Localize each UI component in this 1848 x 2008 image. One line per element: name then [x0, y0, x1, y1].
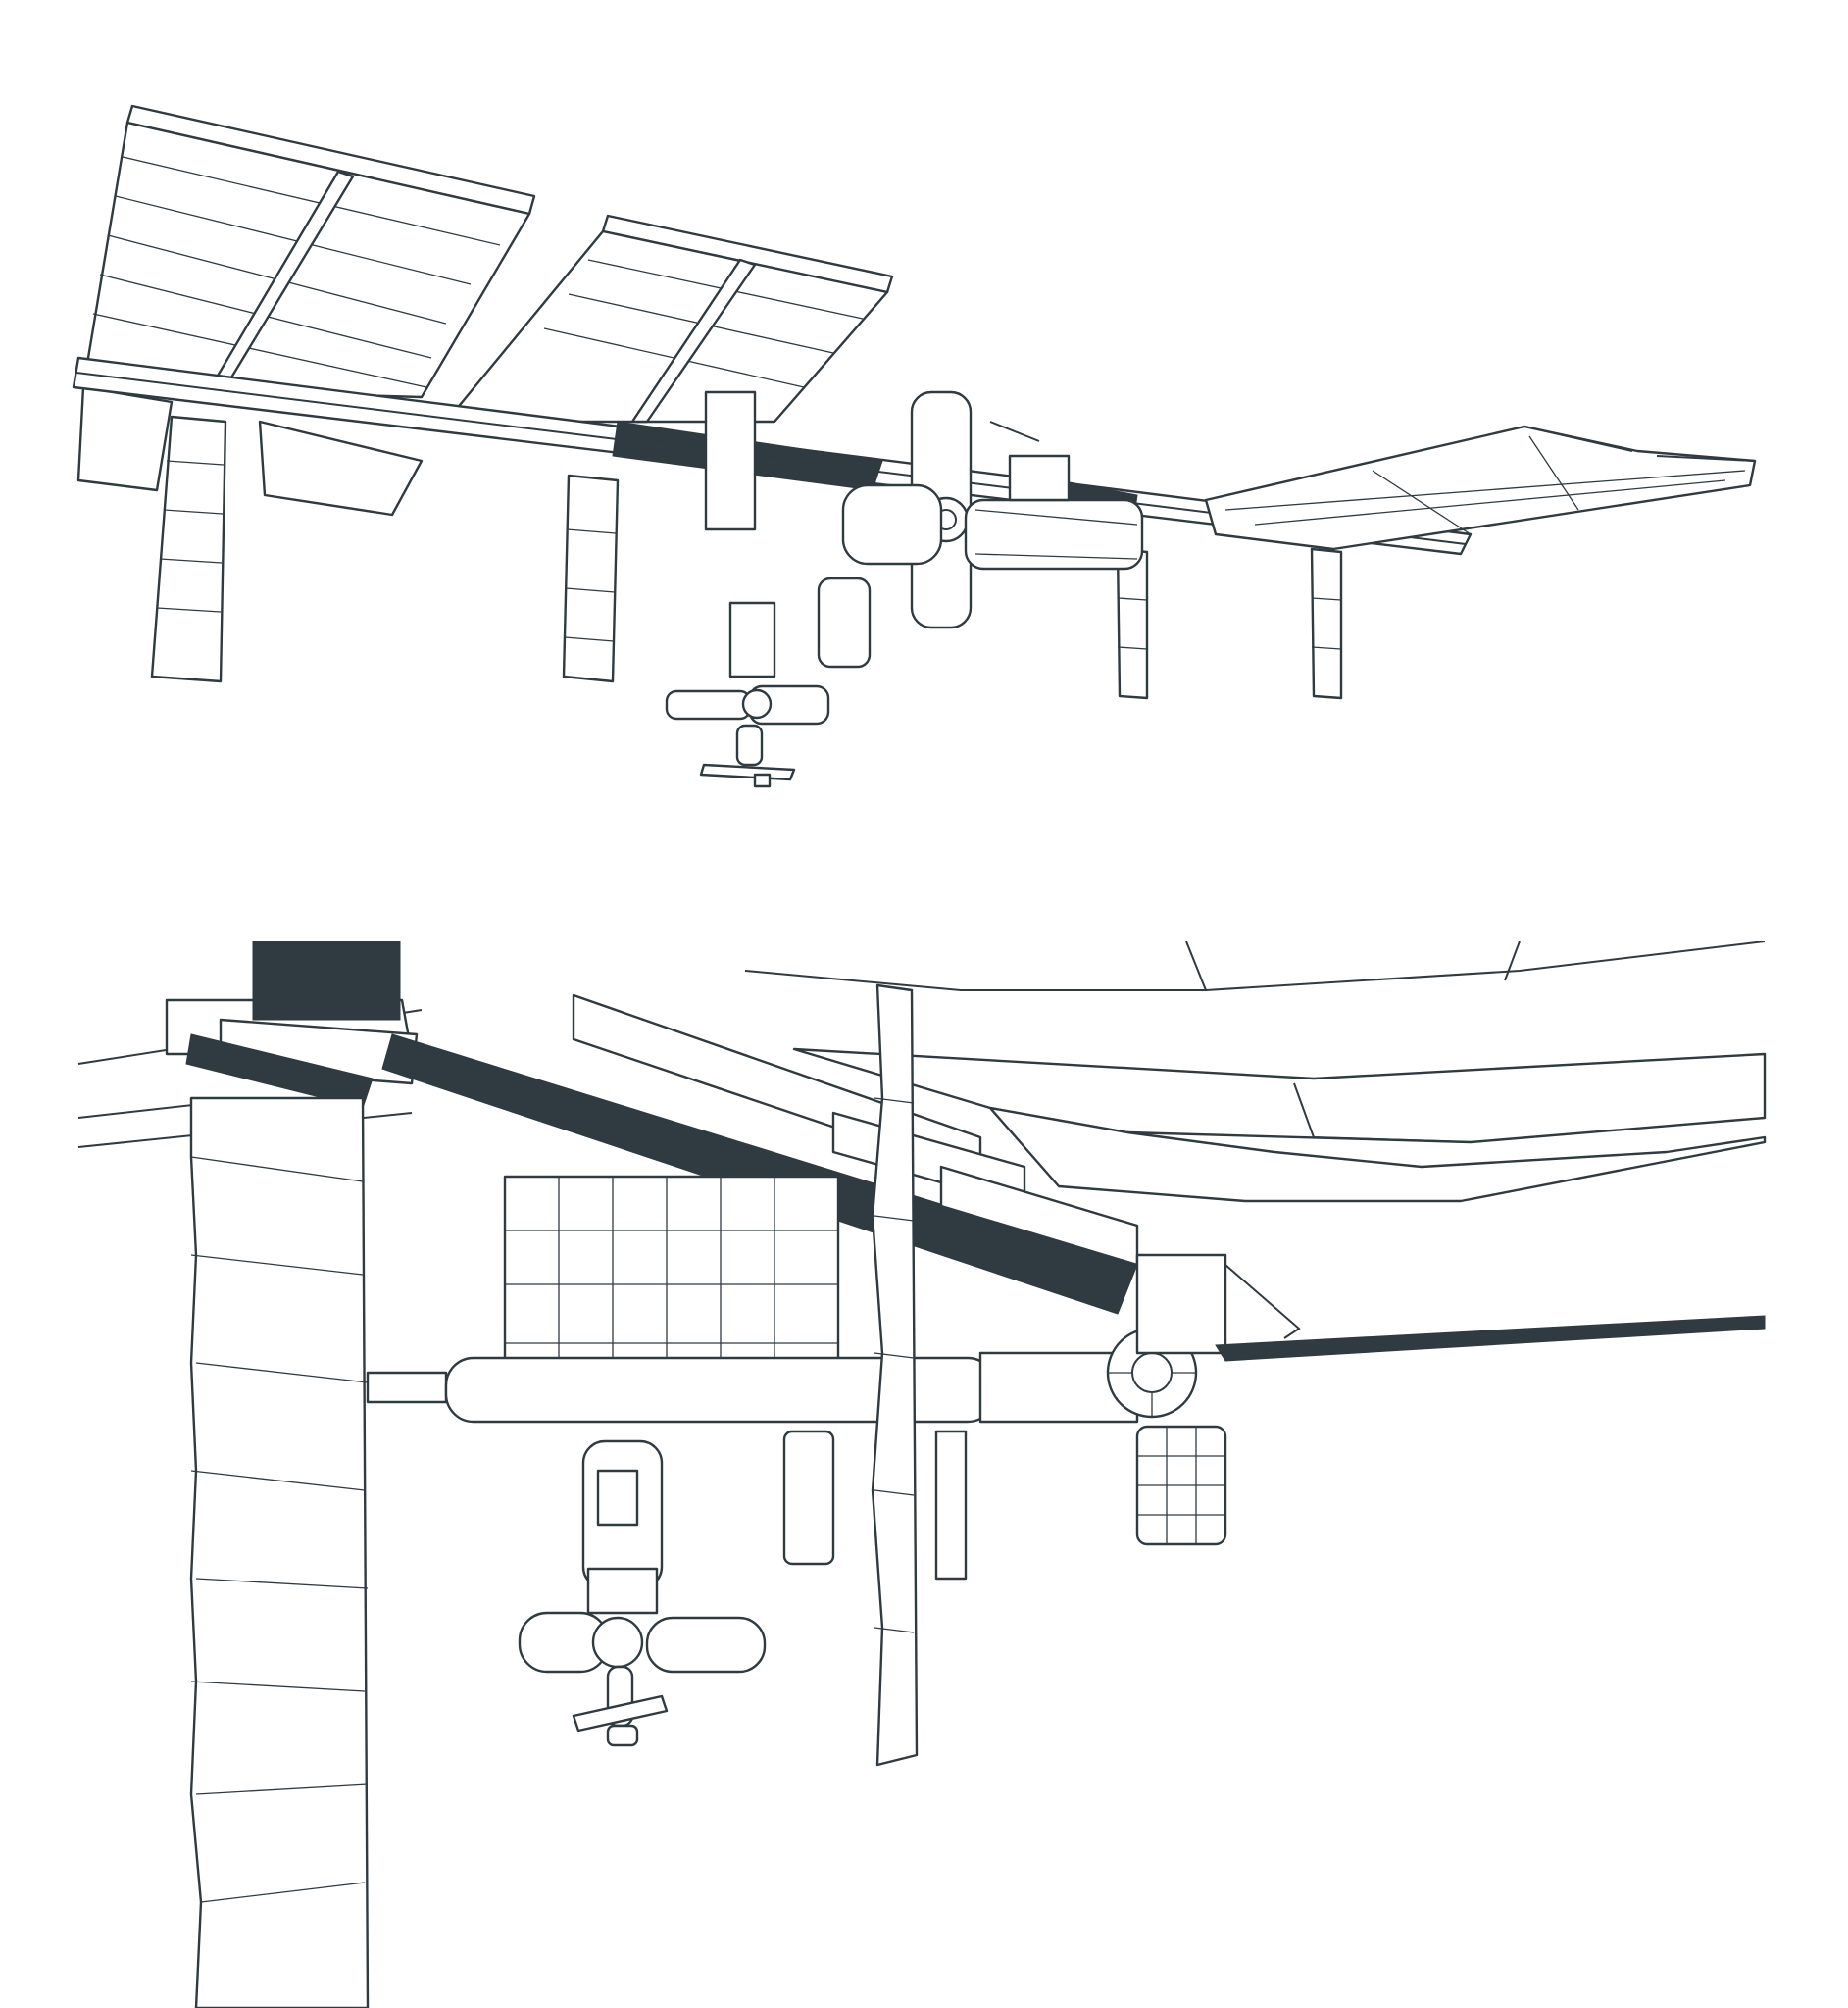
station-closeup-svg [77, 941, 1767, 2008]
center-folded-radiator [871, 983, 919, 1767]
left-folded-radiator [189, 1096, 370, 2008]
station-overview-svg [72, 104, 1757, 788]
station-overview-illustration [0, 0, 1848, 882]
closeup-docking-cluster [518, 1611, 767, 1747]
upper-solar-plane [77, 941, 1767, 1203]
hanging-modules [581, 1425, 1227, 1615]
station-closeup-illustration [0, 941, 1848, 2008]
radiator-columns [150, 415, 1343, 700]
right-solar-ribbon [1215, 1315, 1766, 1362]
right-solar-array [1204, 425, 1757, 551]
lower-docking-cluster [665, 684, 830, 788]
cylinder-module-row [366, 1253, 1301, 1424]
central-modules [704, 390, 1144, 678]
left-solar-array [76, 104, 894, 517]
